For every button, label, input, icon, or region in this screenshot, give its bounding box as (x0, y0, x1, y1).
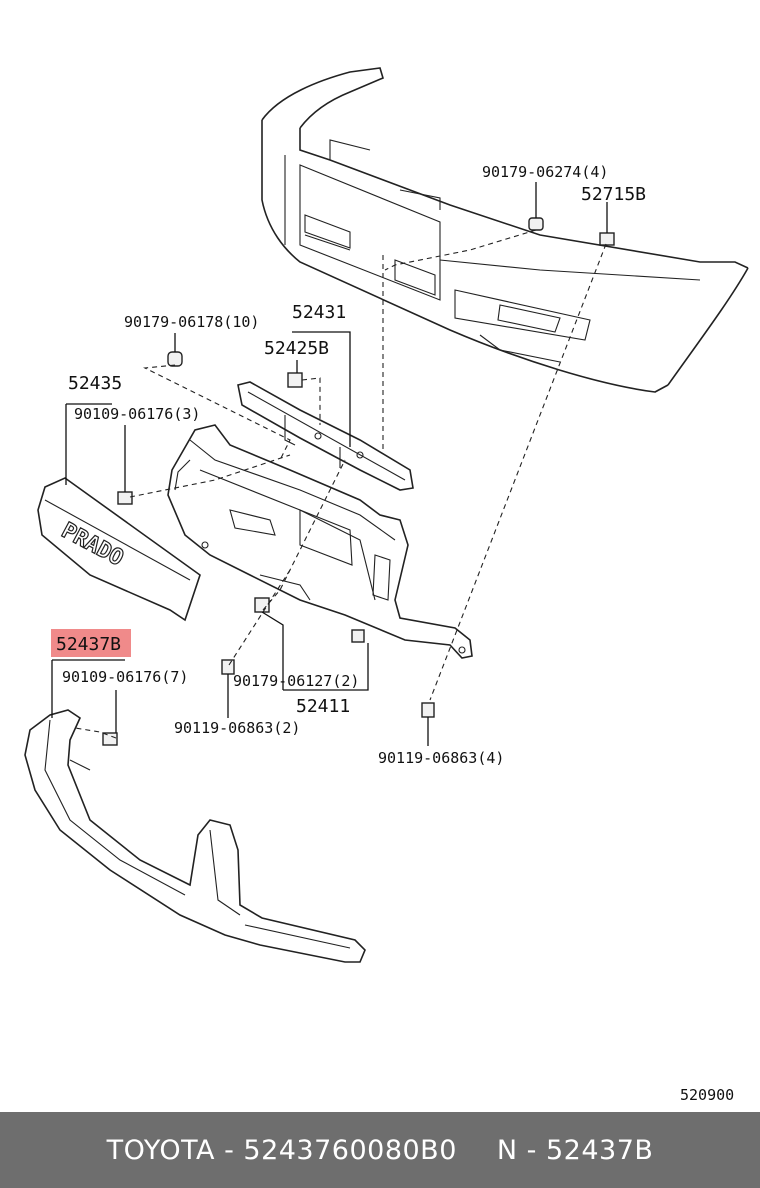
clip-icon (528, 217, 544, 231)
bumper-reinforcement (167, 424, 473, 659)
label-90179-06178[interactable]: 90179-06178(10) (124, 313, 259, 331)
footer-ref-number: N - 52437B (496, 1134, 654, 1166)
label-52435[interactable]: 52435 (68, 373, 122, 394)
retainer-icon (287, 372, 303, 388)
clip-icon (254, 597, 270, 613)
label-52411[interactable]: 52411 (296, 696, 350, 717)
label-90119-06863-4[interactable]: 90119-06863(4) (378, 749, 504, 767)
footer-bar: TOYOTA - 5243760080B0 N - 52437B (0, 1112, 760, 1188)
label-52431[interactable]: 52431 (292, 302, 346, 323)
label-90119-06863-2[interactable]: 90119-06863(2) (174, 719, 300, 737)
fasteners (102, 217, 615, 746)
footer-part-number: TOYOTA - 5243760080B0 (106, 1134, 457, 1166)
label-52437b[interactable]: 52437B (56, 634, 121, 655)
bumper-cover (261, 67, 749, 393)
label-90179-06274[interactable]: 90179-06274(4) (482, 163, 608, 181)
label-52715b[interactable]: 52715B (581, 184, 646, 205)
retainer-icon (599, 232, 615, 246)
bolt-icon (421, 702, 435, 718)
lower-guard (24, 709, 366, 963)
assembly-lines (74, 229, 607, 739)
diagram-ref-number: 520900 (680, 1086, 734, 1104)
clip-icon (167, 351, 183, 367)
label-90109-06176-3[interactable]: 90109-06176(3) (74, 405, 200, 423)
screw-icon (102, 732, 118, 746)
bumper-bracket (237, 381, 414, 491)
part-labels: 90179-06274(4) 52715B 90179-06178(10) 52… (56, 163, 734, 1104)
label-52425b[interactable]: 52425B (264, 338, 329, 359)
parts-diagram: PRADO (24, 67, 749, 1104)
label-90109-06176-7[interactable]: 90109-06176(7) (62, 668, 188, 686)
leader-lines (51, 182, 608, 746)
label-90179-06127[interactable]: 90179-06127(2) (233, 672, 359, 690)
clip-icon (351, 629, 365, 643)
highlight-box (51, 629, 131, 657)
screw-icon (117, 491, 133, 505)
